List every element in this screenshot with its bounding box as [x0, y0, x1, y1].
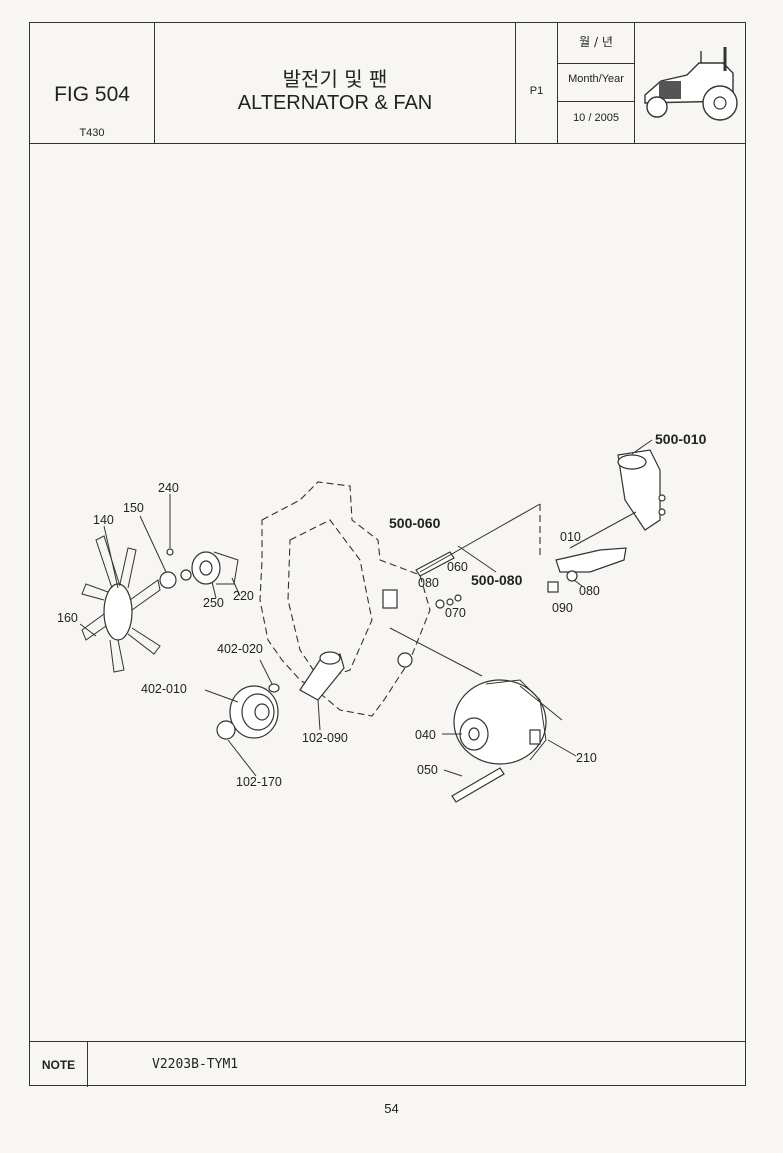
page-number: 54: [384, 1101, 399, 1116]
date-divider: [558, 101, 634, 102]
tractor-cell: [635, 23, 745, 143]
header: FIG 504 T430 발전기 및 팬 ALTERNATOR & FAN P1…: [30, 23, 745, 144]
date-divider: [558, 63, 634, 64]
title-korean: 발전기 및 팬: [282, 67, 388, 91]
note-label: NOTE: [30, 1042, 88, 1087]
page-cell: P1: [516, 23, 558, 143]
date-label-korean: 월 / 년: [579, 35, 613, 49]
fig-label: FIG 504: [54, 83, 130, 106]
page-code: P1: [529, 85, 544, 97]
title-cell: 발전기 및 팬 ALTERNATOR & FAN: [155, 23, 516, 143]
note-box: NOTE V2203B-TYM1: [30, 1041, 745, 1087]
fig-cell: FIG 504 T430: [30, 23, 155, 143]
note-text: V2203B-TYM1: [152, 1057, 239, 1072]
date-label-english: Month/Year: [568, 73, 624, 85]
date-value: 10 / 2005: [573, 112, 619, 124]
date-cell: 월 / 년 Month/Year 10 / 2005: [558, 23, 635, 143]
model-label: T430: [79, 127, 105, 139]
tractor-icon: [644, 47, 738, 121]
title-english: ALTERNATOR & FAN: [237, 92, 433, 114]
page-frame: FIG 504 T430 발전기 및 팬 ALTERNATOR & FAN P1…: [29, 22, 746, 1087]
